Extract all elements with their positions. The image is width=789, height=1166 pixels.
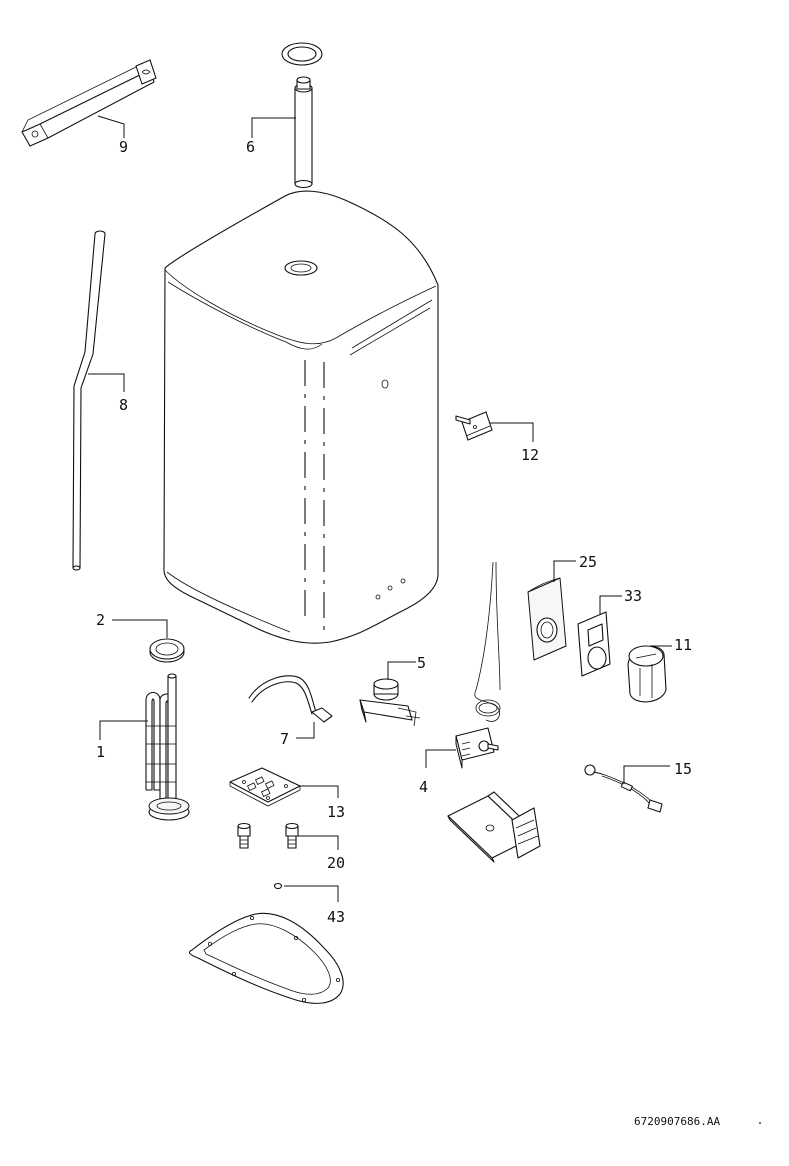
part-9-bracket <box>21 59 157 147</box>
part-25-cover <box>527 577 567 661</box>
callout-6: 6 <box>246 138 255 156</box>
callout-9: 9 <box>119 138 128 156</box>
part-43-washer <box>273 882 283 890</box>
callout-33: 33 <box>624 587 642 605</box>
flange-gasket <box>188 912 344 1004</box>
drawing-code: 6720907686.AA <box>634 1115 720 1128</box>
part-2-gasket <box>149 638 185 663</box>
mounting-bracket <box>447 791 541 863</box>
part-33-panel <box>577 611 611 677</box>
callout-25: 25 <box>579 553 597 571</box>
callout-5: 5 <box>417 654 426 672</box>
corner-dot <box>759 1122 761 1124</box>
callout-8: 8 <box>119 396 128 414</box>
callout-43: 43 <box>327 908 345 926</box>
callout-2: 2 <box>96 611 105 629</box>
callout-13: 13 <box>327 803 345 821</box>
water-heater-tank <box>163 190 439 644</box>
part-11-knob <box>627 645 667 703</box>
callout-7: 7 <box>280 730 289 748</box>
part-1-heating-element <box>145 673 190 821</box>
part-15-earth-wire <box>584 764 663 813</box>
part-12-plate <box>455 411 493 441</box>
part-13-terminal-plate <box>229 767 301 807</box>
part-5-thermal-cutout <box>359 678 421 727</box>
part-6-pipe <box>281 42 323 189</box>
callout-1: 1 <box>96 743 105 761</box>
callout-11: 11 <box>674 636 692 654</box>
part-4-thermostat <box>455 561 501 769</box>
callout-12: 12 <box>521 446 539 464</box>
callout-20: 20 <box>327 854 345 872</box>
callout-15: 15 <box>674 760 692 778</box>
part-7-sensor-cable <box>248 675 333 723</box>
callout-4: 4 <box>419 778 428 796</box>
part-20-fittings <box>237 822 299 849</box>
part-8-pipe <box>72 230 106 571</box>
